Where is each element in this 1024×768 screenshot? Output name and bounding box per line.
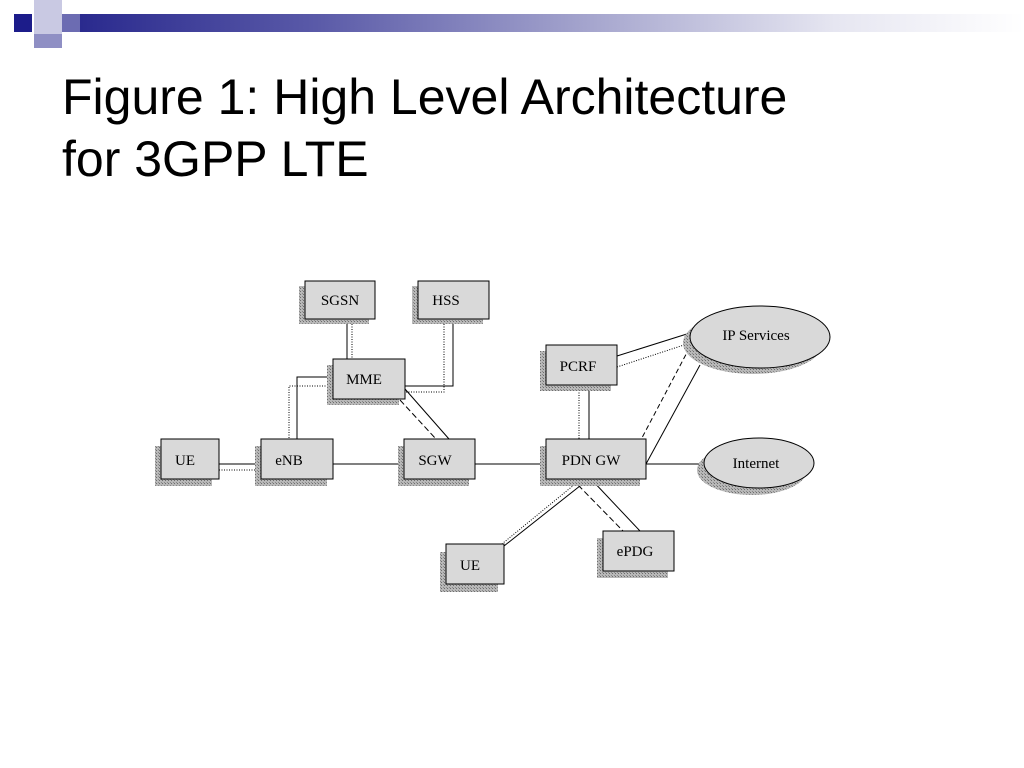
link-mme-enb: [296, 376, 333, 439]
node-label-internet: Internet: [733, 456, 780, 472]
node-enb: eNB: [255, 438, 334, 486]
slide-title-line-1: Figure 1: High Level Architecture: [62, 69, 788, 125]
link-mme-sgw-dashed: [399, 399, 437, 440]
corner-decoration: [14, 34, 32, 48]
slide-title: Figure 1: High Level Architecture for 3G…: [62, 66, 962, 190]
link-mme-enb-dotted: [288, 385, 333, 439]
link-hss-mme: [405, 319, 454, 387]
node-ue-left: UE: [155, 438, 220, 486]
link-pdngw-epdg: [589, 477, 641, 532]
link-mme-sgw: [404, 388, 450, 440]
node-label-hss: HSS: [432, 293, 460, 309]
node-pdn-gw: PDN GW: [540, 438, 647, 486]
node-label-sgw: SGW: [418, 453, 452, 469]
link-hss-mme-dotted: [405, 319, 445, 393]
node-ip-services: IP Services: [683, 305, 831, 374]
node-label-enb: eNB: [275, 453, 303, 469]
node-label-mme: MME: [346, 372, 382, 388]
corner-decoration: [14, 14, 32, 32]
corner-decoration: [62, 0, 80, 14]
node-epdg: ePDG: [597, 530, 675, 578]
node-label-pcrf: PCRF: [560, 359, 597, 375]
node-internet: Internet: [697, 437, 815, 495]
connections: [219, 319, 704, 549]
node-label-pdn-gw: PDN GW: [562, 453, 622, 469]
link-pdngw-ue: [503, 477, 591, 547]
node-hss: HSS: [412, 280, 490, 324]
node-mme: MME: [327, 358, 406, 405]
node-label-ue-bottom: UE: [460, 558, 480, 574]
node-ue-bottom: UE: [440, 543, 505, 592]
link-pcrf-ipservices-dotted: [616, 342, 691, 368]
node-sgw: SGW: [398, 438, 476, 486]
header-gradient-band: [80, 14, 1024, 32]
link-pcrf-ipservices: [616, 332, 691, 357]
link-pdngw-ipservices-dashed: [634, 342, 693, 452]
node-label-epdg: ePDG: [617, 544, 654, 560]
node-pcrf: PCRF: [540, 344, 618, 391]
node-label-ip-services: IP Services: [722, 328, 790, 344]
node-sgsn: SGSN: [299, 280, 376, 324]
link-pdngw-epdg-dashed: [577, 484, 626, 534]
link-pdngw-ipservices: [645, 364, 701, 465]
node-label-sgsn: SGSN: [321, 293, 360, 309]
slide-title-line-2: for 3GPP LTE: [62, 131, 369, 187]
corner-decoration: [34, 34, 62, 48]
link-pdngw-ue-dotted: [496, 479, 581, 549]
corner-decoration: [34, 0, 62, 34]
corner-decoration: [62, 14, 80, 32]
node-label-ue-left: UE: [175, 453, 195, 469]
